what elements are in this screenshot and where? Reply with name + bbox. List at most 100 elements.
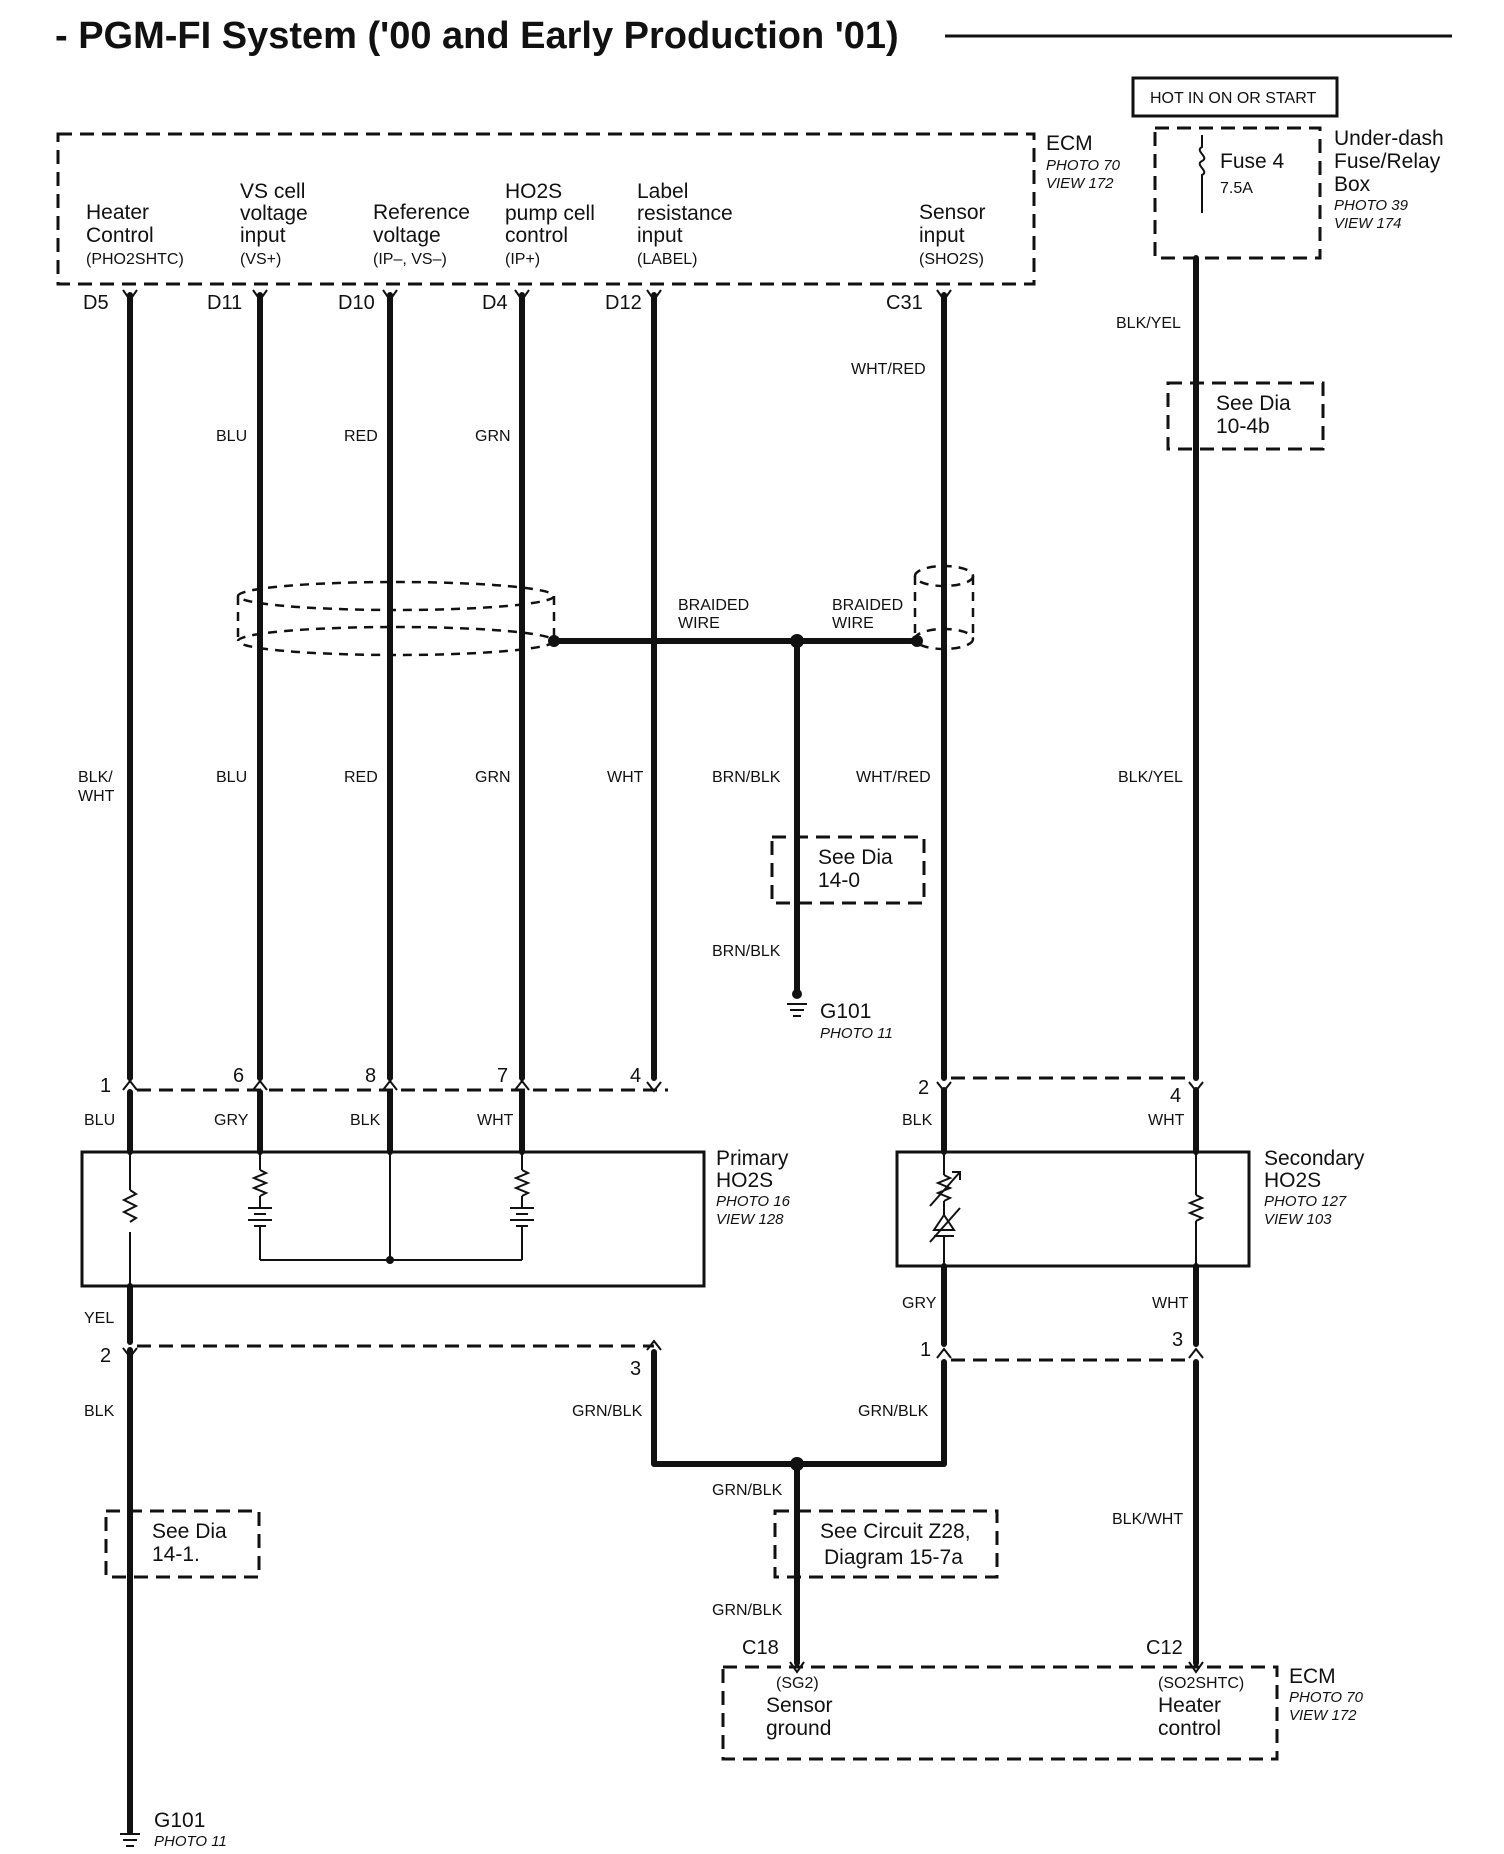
ecm-term-vs-code: (VS+): [240, 251, 281, 268]
ecm-term-pump-2: pump cell: [505, 202, 595, 225]
wire-label-red-mid: RED: [344, 769, 378, 786]
see-dia-14-0-box: [770, 835, 926, 905]
wire-label-blk-lower: BLK: [84, 1403, 115, 1420]
conn-top-pin-1: 1: [100, 1075, 111, 1097]
fuse-4-label: Fuse 4: [1220, 150, 1285, 173]
secondary-ho2s-name-1: Secondary: [1264, 1147, 1365, 1170]
ecm-top-view: VIEW 172: [1046, 175, 1114, 192]
wire-label-blk-wht-1: BLK/: [78, 769, 113, 786]
braided-wire-label-left-1: BRAIDED: [678, 597, 749, 614]
braided-wire-label-right-2: WIRE: [832, 615, 874, 632]
splice-left: [548, 635, 560, 647]
ecm-term-heater-1: Heater: [86, 201, 149, 224]
see-dia-14-1-box: [104, 1509, 261, 1579]
wire-label-blu-conn: BLU: [84, 1112, 115, 1129]
wire-label-grn-blk-bottom: GRN/BLK: [712, 1602, 783, 1619]
see-circuit-z28-box: [773, 1509, 999, 1579]
pin-d5: D5: [83, 292, 109, 314]
conn-bottom-pin-2: 2: [100, 1345, 111, 1367]
fuse-box-name-1: Under-dash: [1334, 127, 1444, 150]
ecm-term-heater-code: (PHO2SHTC): [86, 251, 184, 268]
ecm-term-sensor-code: (SHO2S): [919, 251, 984, 268]
wire-label-grn-top: GRN: [475, 428, 511, 445]
ecm-term-vs-3: input: [240, 224, 286, 247]
fuse-box-view: VIEW 174: [1334, 215, 1402, 232]
ecm-bottom-outline: [721, 1665, 1279, 1761]
ecm-bottom-sensor-1: Sensor: [766, 1694, 833, 1717]
secondary-ho2s-photo: PHOTO 127: [1264, 1193, 1347, 1210]
secondary-ho2s-box: [895, 1150, 1251, 1268]
secondary-ho2s-name-2: HO2S: [1264, 1169, 1321, 1192]
wire-label-grn-blk-left: GRN/BLK: [572, 1403, 643, 1420]
braided-shield-primary: [236, 580, 556, 657]
wire-label-blk-yel-mid: BLK/YEL: [1118, 769, 1183, 786]
ecm-term-label-code: (LABEL): [637, 251, 697, 268]
fuse-4-symbol: [1198, 135, 1206, 213]
ecm-bottom-photo: PHOTO 70: [1289, 1689, 1364, 1706]
ecm-term-sensor-1: Sensor: [919, 201, 986, 224]
pin-d11: D11: [207, 292, 242, 314]
fuse-box-name-2: Fuse/Relay: [1334, 150, 1441, 173]
wire-label-blu-mid: BLU: [216, 769, 247, 786]
ecm-pin-terminals: [122, 289, 952, 302]
wire-label-brn-blk-lower: BRN/BLK: [712, 943, 781, 960]
primary-ho2s-internals: [121, 1152, 534, 1286]
page-title: - PGM-FI System ('00 and Early Productio…: [55, 15, 899, 57]
primary-ho2s-name-1: Primary: [716, 1147, 789, 1170]
wire-label-wht-red-mid: WHT/RED: [856, 769, 931, 786]
pin-c31: C31: [886, 292, 923, 314]
pin-d10: D10: [338, 292, 375, 314]
conn-top-pin-7: 7: [497, 1065, 508, 1087]
connector-bottom-pin-glyphs: [122, 1339, 1204, 1359]
wire-label-wht-red-top: WHT/RED: [851, 361, 926, 378]
pin-c12: C12: [1146, 1637, 1183, 1659]
braided-wire-label-left-2: WIRE: [678, 615, 720, 632]
conn-top-pin-4: 4: [630, 1065, 641, 1087]
wire-label-blk-conn-r: BLK: [902, 1112, 933, 1129]
ecm-bottom-name: ECM: [1289, 1665, 1336, 1688]
secondary-ho2s-internals: [929, 1152, 1205, 1266]
ecm-top-outline: [56, 132, 1036, 286]
ecm-term-vs-2: voltage: [240, 202, 308, 225]
fuse-relay-box-outline: [1153, 126, 1322, 260]
ecm-term-ref-2: voltage: [373, 224, 441, 247]
ecm-bottom-heater-1: Heater: [1158, 1694, 1221, 1717]
primary-ho2s-view: VIEW 128: [716, 1211, 784, 1228]
wire-label-gry-conn: GRY: [214, 1112, 249, 1129]
see-circuit-z28-line2: Diagram 15-7a: [824, 1546, 963, 1569]
wire-label-wht-conn-r: WHT: [1148, 1112, 1185, 1129]
connector-top-pin-glyphs: [122, 1079, 1204, 1093]
wire-label-wht-lower: WHT: [1152, 1295, 1189, 1312]
see-dia-14-1-line2: 14-1.: [152, 1543, 200, 1566]
ecm-term-ref-code: (IP–, VS–): [373, 251, 447, 268]
wire-label-grn-blk-mid: GRN/BLK: [712, 1482, 783, 1499]
ecm-bottom-pin-glyphs: [789, 1661, 1204, 1674]
conn-bottom-pin-1r: 1: [920, 1339, 931, 1361]
ecm-term-ref-1: Reference: [373, 201, 470, 224]
primary-ho2s-box: [80, 1150, 706, 1288]
ground-bottom-name: G101: [154, 1809, 205, 1832]
wire-label-brn-blk-mid: BRN/BLK: [712, 769, 781, 786]
see-dia-10-4b-line1: See Dia: [1216, 392, 1291, 415]
ecm-term-vs-1: VS cell: [240, 180, 305, 203]
wire-label-blk-yel-top: BLK/YEL: [1116, 315, 1181, 332]
splice-right: [911, 635, 923, 647]
see-dia-10-4b-box: [1166, 381, 1325, 451]
ecm-term-heater-2: Control: [86, 224, 154, 247]
ecm-bottom-so2shtc-code: (SO2SHTC): [1158, 1675, 1244, 1692]
ecm-term-pump-3: control: [505, 224, 568, 247]
fuse-box-name-3: Box: [1334, 173, 1371, 196]
wire-label-yel: YEL: [84, 1310, 114, 1327]
see-dia-10-4b-line2: 10-4b: [1216, 415, 1270, 438]
braided-wire-label-right-1: BRAIDED: [832, 597, 903, 614]
ground-top-name: G101: [820, 1000, 871, 1023]
wire-label-gry-lower: GRY: [902, 1295, 937, 1312]
conn-top-pin-8: 8: [365, 1065, 376, 1087]
wire-label-wht-conn: WHT: [477, 1112, 514, 1129]
hot-in-label: HOT IN ON OR START: [1150, 90, 1316, 107]
wire-label-blu-top: BLU: [216, 428, 247, 445]
wire-label-blk-wht-lower: BLK/WHT: [1112, 1511, 1183, 1528]
ecm-bottom-heater-2: control: [1158, 1717, 1221, 1740]
wire-label-wht-mid: WHT: [607, 769, 644, 786]
